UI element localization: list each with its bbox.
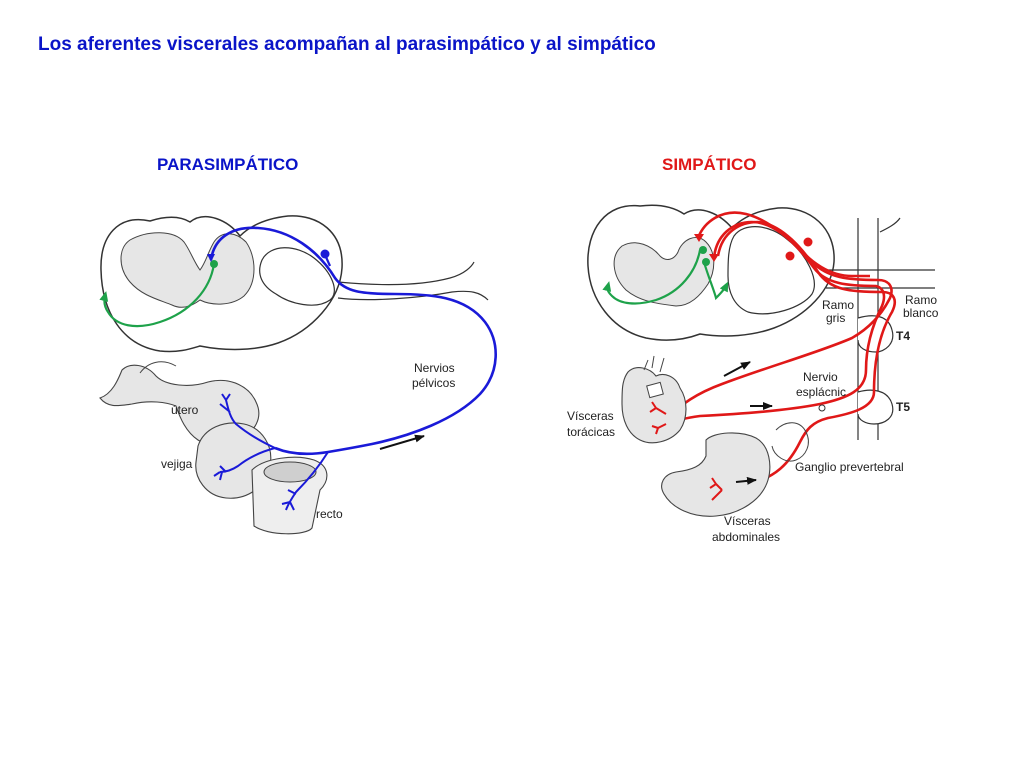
- abdominal-label-2: abdominales: [712, 530, 780, 544]
- dorsal-root-region: [259, 247, 335, 306]
- pelvic-afferent-pathway: [209, 226, 497, 456]
- gray-matter: [120, 232, 255, 308]
- splanchnic-ganglion-dot: [818, 404, 826, 412]
- uterine-tube: [139, 361, 177, 374]
- dorsal-root-region-sympathetic: [727, 226, 815, 315]
- blue-neuron-body: [320, 249, 330, 259]
- direction-arrow-thoracic: [723, 361, 751, 377]
- uterus-label: útero: [171, 403, 199, 417]
- heart-vessels: [643, 355, 665, 373]
- prevertebral-ganglion-outline: [771, 422, 809, 462]
- red-pathway-white-ramus: [795, 243, 870, 278]
- blue-soma-stalk: [324, 256, 332, 267]
- t4-label: T4: [896, 329, 910, 343]
- t5-ganglion: [857, 389, 894, 425]
- sympathetic-panel: SIMPÁTICO: [567, 155, 939, 544]
- white-ramus-label-2: blanco: [903, 306, 939, 320]
- thoracic-label-1: Vísceras: [567, 409, 614, 423]
- gray-ramus-label-2: gris: [826, 311, 845, 325]
- abdominal-red-branches: [709, 477, 723, 501]
- green-neuron-body-1: [699, 246, 707, 254]
- prevertebral-label: Ganglio prevertebral: [795, 460, 904, 474]
- bladder-label: vejiga: [161, 457, 193, 471]
- heart-vessel-box: [646, 381, 664, 399]
- blue-arrowhead: [207, 254, 215, 262]
- gray-ramus-label-1: Ramo: [822, 298, 854, 312]
- thoracic-red-branches: [649, 401, 667, 435]
- direction-arrow: [379, 434, 425, 450]
- abdominal-viscera-outline: [661, 432, 771, 517]
- spinal-nerve-outline-lower: [337, 290, 489, 301]
- slide-title: Los aferentes viscerales acompañan al pa…: [38, 34, 656, 55]
- red-pathway-thoracic: [665, 211, 893, 421]
- direction-arrow-abdominal: [735, 476, 757, 485]
- green-neuron-body-2: [702, 258, 710, 266]
- red-arrowhead-2: [709, 254, 719, 262]
- red-pathway-thoracic-2: [665, 220, 886, 426]
- red-arrowhead-1: [694, 234, 704, 242]
- sympathetic-green-afferent: [602, 249, 702, 305]
- spinal-nerve-outline: [337, 261, 475, 286]
- red-neuron-body-2: [803, 237, 813, 247]
- t5-label: T5: [896, 400, 910, 414]
- splanchnic-label-1: Nervio: [803, 370, 838, 384]
- rectum-lumen: [263, 461, 317, 483]
- white-ramus-label-1: Ramo: [905, 293, 937, 307]
- green-neuron-body: [210, 260, 218, 268]
- rectum-label: recto: [316, 507, 343, 521]
- branch-bladder: [213, 447, 276, 481]
- pelvic-nerves-label-1: Nervios: [414, 361, 455, 375]
- branch-uterus: [219, 393, 276, 449]
- sympathetic-green-efferent: [702, 261, 729, 301]
- red-neuron-body-1: [785, 251, 795, 261]
- branch-rectum: [281, 451, 329, 511]
- parasympathetic-heading: PARASIMPÁTICO: [157, 155, 298, 174]
- pelvic-nerves-label-2: pélvicos: [412, 376, 455, 390]
- sympathetic-heading: SIMPÁTICO: [662, 155, 756, 174]
- parasympathetic-panel: PARASIMPÁTICO Nervios pélvicos útero vej…: [99, 155, 497, 535]
- abdominal-label-1: Vísceras: [724, 514, 771, 528]
- thoracic-label-2: torácicas: [567, 425, 615, 439]
- red-pathway-abdominal: [716, 220, 896, 492]
- parasympathetic-green-afferent: [99, 263, 216, 328]
- splanchnic-label-2: esplácnic: [796, 385, 846, 399]
